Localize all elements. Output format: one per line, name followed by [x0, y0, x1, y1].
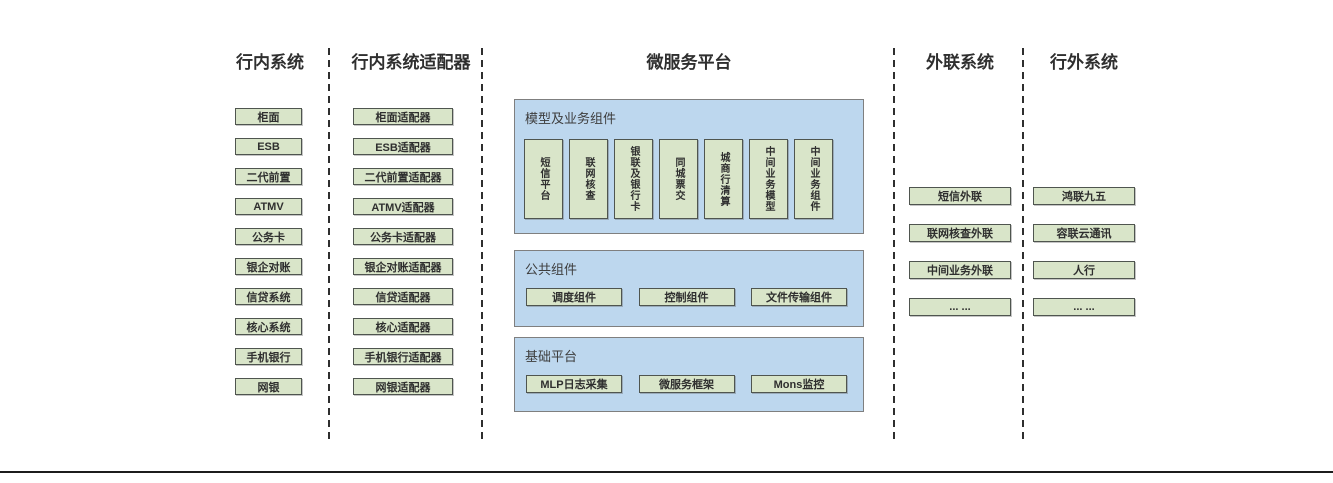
adapter-box: ATMV适配器	[353, 198, 453, 215]
bottom-horizontal-rule	[0, 471, 1333, 473]
internal-system-box: ESB	[235, 138, 302, 155]
model-component-box: 短信平台	[524, 139, 563, 219]
group-label: 公共组件	[525, 262, 578, 277]
common-component-box: 控制组件	[638, 288, 735, 306]
group-base-platform: 基础平台 MLP日志采集微服务框架 Mons监控	[514, 337, 864, 412]
external-link-systems-list: 短信外联联网核查外联中间业务外联 ... ...	[909, 187, 1011, 335]
adapter-box: ESB适配器	[353, 138, 453, 155]
outside-system-box: 人行	[1033, 261, 1135, 279]
model-component-box: 联网核查	[569, 139, 608, 219]
internal-systems-list: 柜面 ESB 二代前置 ATMV 公务卡银企对账信贷系统核心系统手机银行网银	[235, 108, 302, 408]
adapter-box: 公务卡适配器	[353, 228, 453, 245]
divider-4	[1022, 48, 1024, 443]
group-common-components: 公共组件 调度组件控制组件文件传输组件	[514, 250, 864, 327]
internal-system-box: ATMV	[235, 198, 302, 215]
internal-system-box: 手机银行	[235, 348, 302, 365]
adapter-box: 手机银行适配器	[353, 348, 453, 365]
column-title-microservice-platform: 微服务平台	[646, 53, 732, 72]
model-component-box: 同城票交	[659, 139, 698, 219]
outside-system-box: 鸿联九五	[1033, 187, 1135, 205]
column-title-external-link-systems: 外联系统	[926, 53, 994, 72]
internal-system-box: 网银	[235, 378, 302, 395]
base-platform-box: MLP日志采集	[526, 375, 622, 393]
outside-system-box: 容联云通讯	[1033, 224, 1135, 242]
internal-system-box: 二代前置	[235, 168, 302, 185]
external-link-box: ... ...	[909, 298, 1011, 316]
divider-3	[893, 48, 895, 443]
common-component-box: 调度组件	[526, 288, 622, 306]
external-link-box: 联网核查外联	[909, 224, 1011, 242]
model-component-box: 中间业务模型	[749, 139, 788, 219]
model-component-box: 城商行清算	[704, 139, 743, 219]
adapter-box: 信贷适配器	[353, 288, 453, 305]
external-link-box: 短信外联	[909, 187, 1011, 205]
adapter-box: 二代前置适配器	[353, 168, 453, 185]
outside-system-box: ... ...	[1033, 298, 1135, 316]
internal-system-box: 柜面	[235, 108, 302, 125]
adapter-box: 网银适配器	[353, 378, 453, 395]
common-component-box: 文件传输组件	[751, 288, 847, 306]
group-label: 基础平台	[525, 349, 578, 364]
internal-adapters-list: 柜面适配器 ESB适配器二代前置适配器 ATMV适配器公务卡适配器银企对账适配器信贷…	[353, 108, 453, 408]
group-model-business-components: 模型及业务组件 短信平台联网核查银联及银行卡同城票交城商行清算中间业务模型中间业…	[514, 99, 864, 234]
external-link-box: 中间业务外联	[909, 261, 1011, 279]
divider-2	[481, 48, 483, 443]
divider-1	[328, 48, 330, 443]
base-platform-box: Mons监控	[751, 375, 847, 393]
column-title-internal-adapters: 行内系统适配器	[351, 53, 471, 72]
column-title-outside-systems: 行外系统	[1050, 53, 1118, 72]
adapter-box: 核心适配器	[353, 318, 453, 335]
column-title-internal-systems: 行内系统	[236, 53, 304, 72]
internal-system-box: 信贷系统	[235, 288, 302, 305]
internal-system-box: 银企对账	[235, 258, 302, 275]
base-platform-box: 微服务框架	[638, 375, 735, 393]
adapter-box: 柜面适配器	[353, 108, 453, 125]
base-platform-list: MLP日志采集微服务框架 Mons监控	[526, 375, 847, 393]
internal-system-box: 核心系统	[235, 318, 302, 335]
model-components-list: 短信平台联网核查银联及银行卡同城票交城商行清算中间业务模型中间业务组件	[524, 139, 833, 219]
model-component-box: 银联及银行卡	[614, 139, 653, 219]
common-components-list: 调度组件控制组件文件传输组件	[526, 288, 847, 306]
model-component-box: 中间业务组件	[794, 139, 833, 219]
adapter-box: 银企对账适配器	[353, 258, 453, 275]
group-label: 模型及业务组件	[525, 111, 617, 126]
outside-systems-list: 鸿联九五容联云通讯人行 ... ...	[1033, 187, 1135, 335]
internal-system-box: 公务卡	[235, 228, 302, 245]
